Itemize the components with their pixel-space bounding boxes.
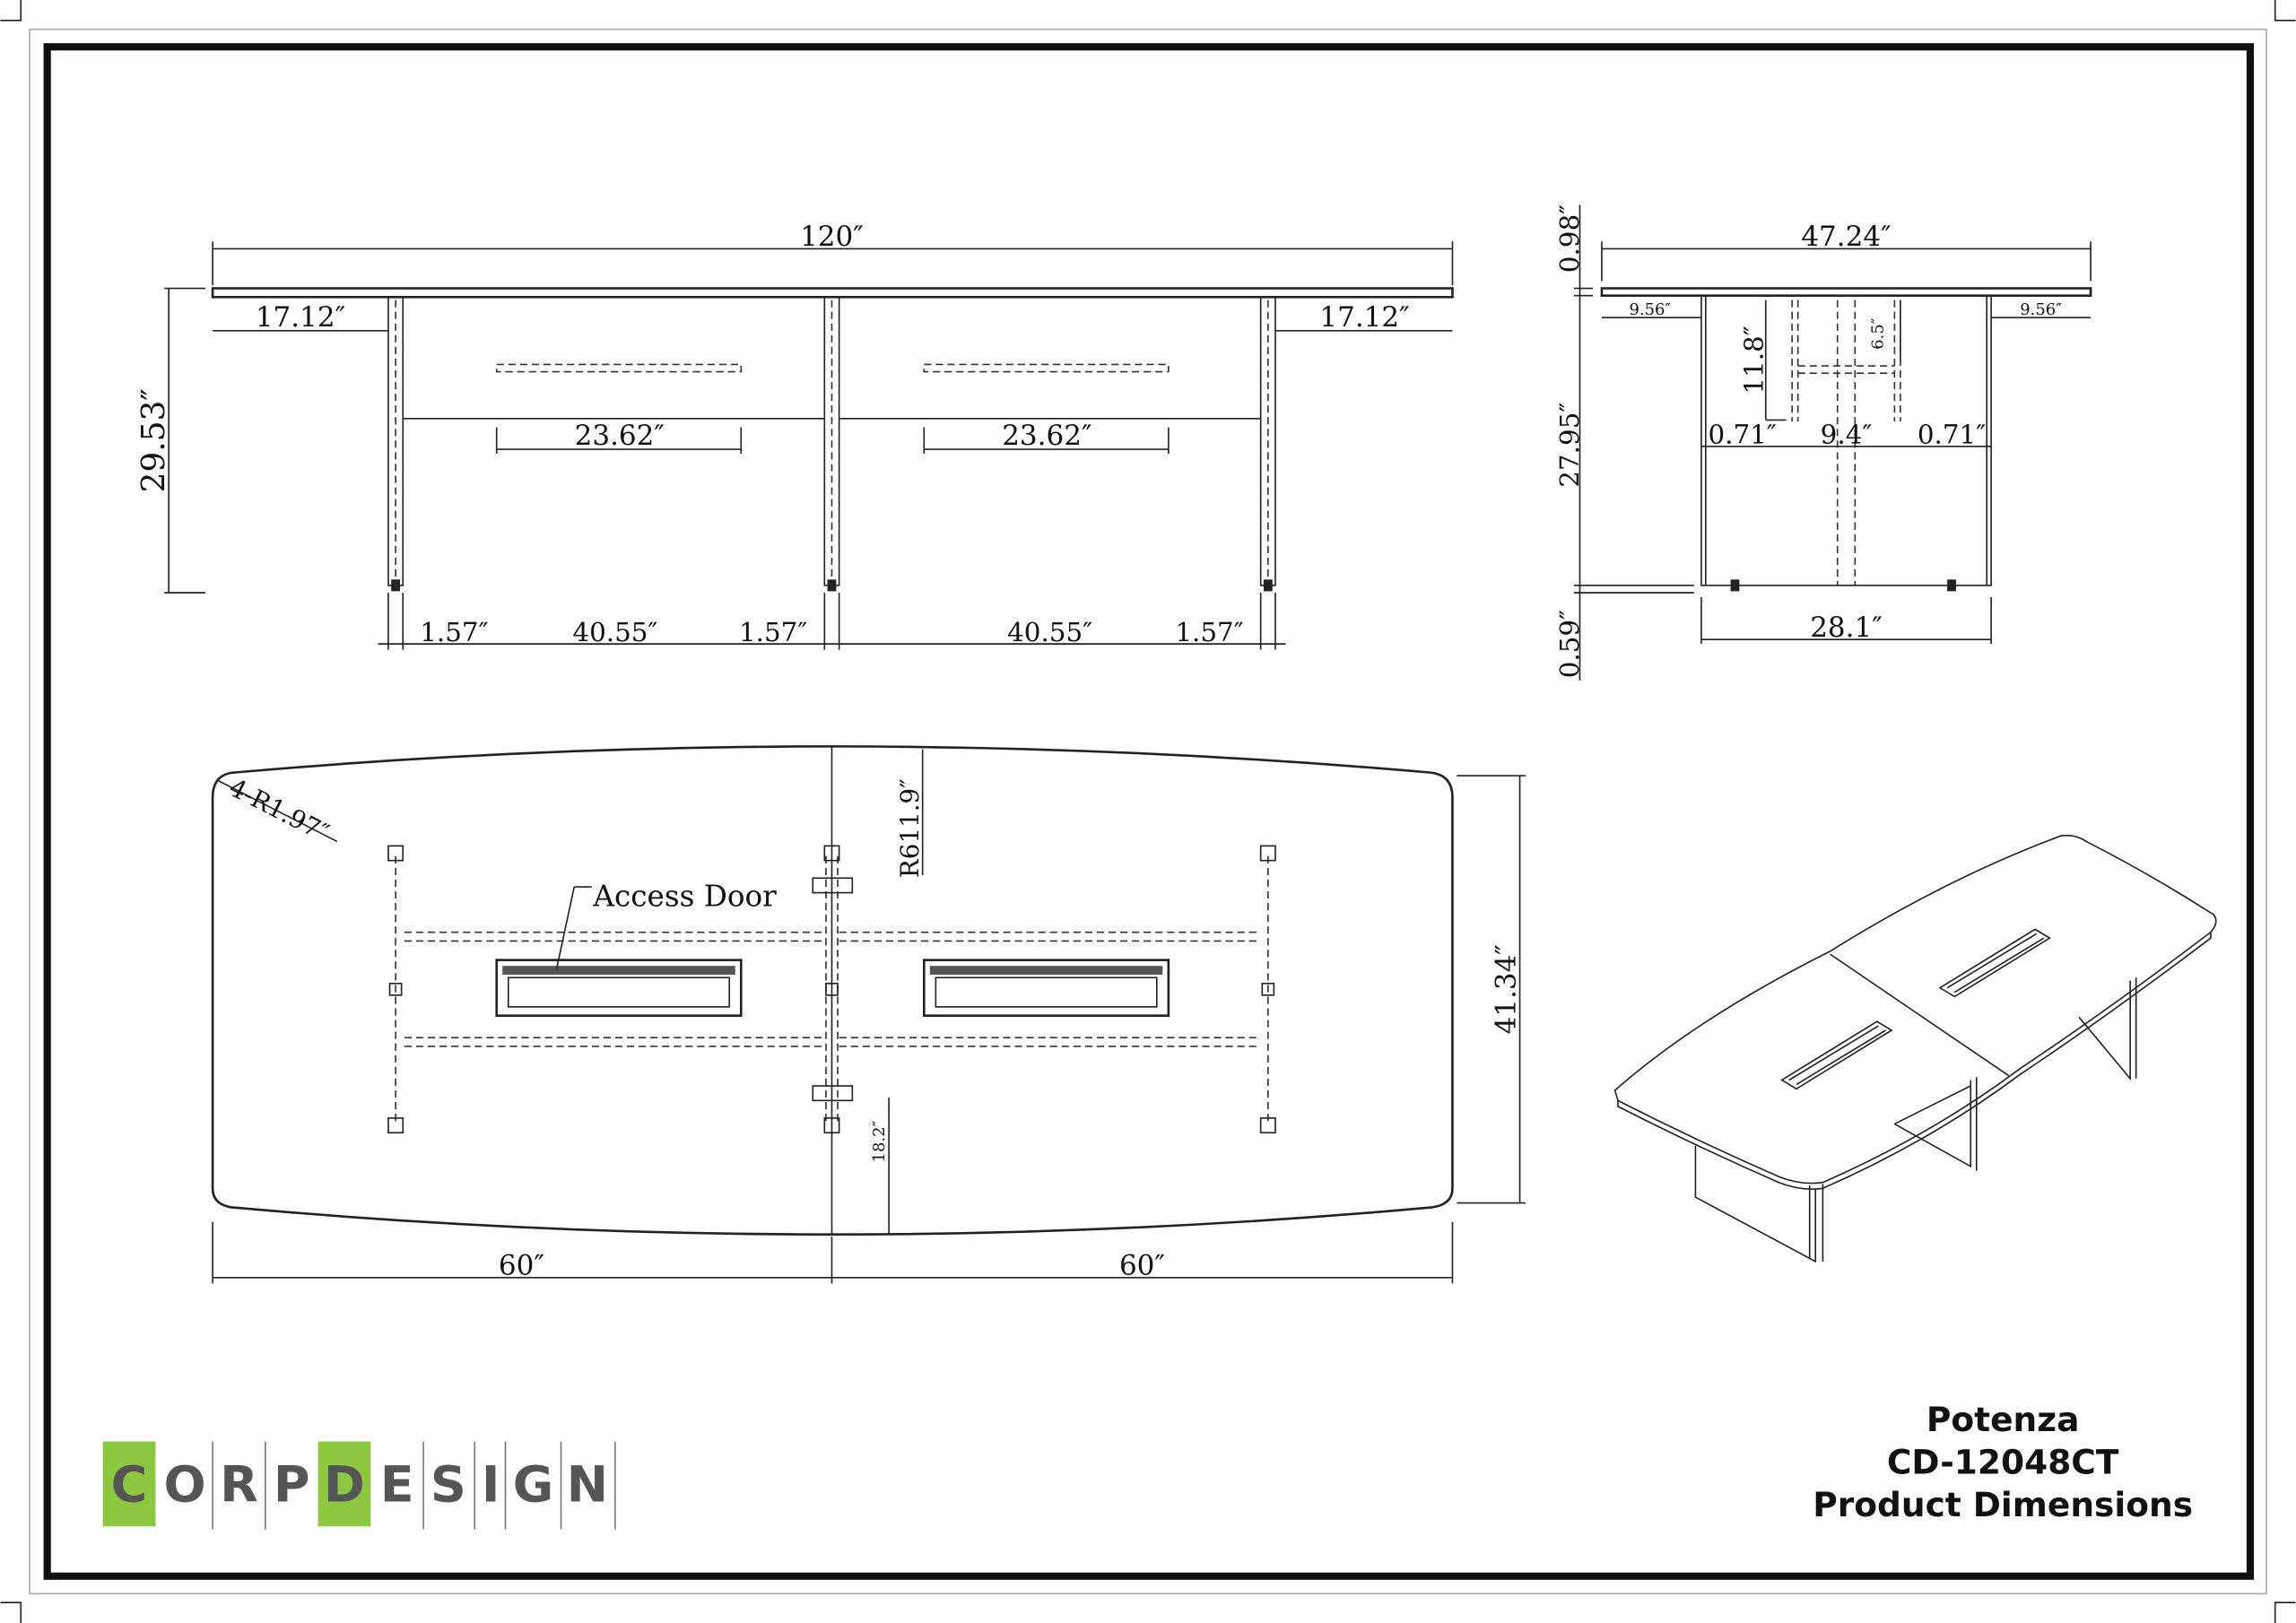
corpdesign-logo: C O R P D E S I G N [102,1441,616,1530]
dim-overhang-right: 17.12″ [1319,301,1409,334]
dim-gap-right: 0.71″ [1918,420,1986,450]
plan-view: 4-R1.97″ Access Door R611.9″ 18.2″ 41.34… [211,745,1526,1284]
dim-overhang-left: 17.12″ [256,301,345,334]
dim-width: 41.34″ [1491,944,1523,1034]
dim-base-width: 28.1″ [1810,612,1883,644]
dim-corner-radius: 4-R1.97″ [224,772,334,847]
dim-height: 29.53″ [135,388,172,492]
dim-side-overhang-right: 9.56″ [2020,300,2062,319]
logo-letter: D [324,1456,365,1515]
logo-letter: R [220,1456,258,1515]
dim-gap-center: 9.4″ [1821,420,1873,450]
dim-gap-left: 0.71″ [1708,420,1776,450]
dim-leg-height: 27.95″ [1554,403,1585,488]
title-model: CD-12048CT [1887,1443,2119,1482]
dim-grommet-right: 23.62″ [1002,420,1091,452]
logo-letter: E [380,1456,414,1515]
logo-letter: S [430,1456,466,1515]
sheet-frame [43,43,2255,1580]
front-view: 120″ 17.12″ 17.12″ 29.53″ 23.62″ 23.62″ … [135,221,1454,650]
side-view: 47.24″ 0.98″ 9.56″ 9.56″ 11.8″ 6.5″ 0.71… [1554,204,2092,681]
dim-depth: 47.24″ [1801,221,1891,253]
logo-letter: I [482,1456,500,1515]
dim-glide-height: 0.59″ [1554,610,1585,678]
isometric-view [1613,834,2217,1263]
logo-letter: P [274,1456,310,1515]
dim-beam-height: 6.5″ [1868,317,1887,350]
access-door-right [922,959,1170,1017]
logo-letter: O [163,1456,205,1515]
logo-letter: N [567,1456,608,1515]
title-series: Potenza [1926,1400,2080,1439]
dim-beam-drop: 11.8″ [1738,325,1769,394]
dim-arc-radius: R611.9″ [895,778,925,878]
dim-bottom: 40.55″ [1007,617,1092,647]
access-door-label: Access Door [592,879,777,913]
dim-bottom: 1.57″ [739,617,807,647]
logo-letter: C [111,1456,148,1515]
access-door-left [495,959,743,1017]
dim-bottom: 1.57″ [1175,617,1243,647]
dim-half-left: 60″ [499,1250,544,1282]
dim-top-thickness: 0.98″ [1554,204,1585,273]
title-subtitle: Product Dimensions [1813,1485,2193,1524]
title-block: Potenza CD-12048CT Product Dimensions [1813,1400,2193,1524]
dim-bottom: 1.57″ [420,617,488,647]
dim-side-overhang-left: 9.56″ [1629,300,1671,319]
logo-letter: G [513,1456,554,1515]
dim-overall-length: 120″ [800,221,864,253]
dim-half-right: 60″ [1119,1250,1165,1282]
dim-end-depth: 18.2″ [870,1120,889,1162]
dim-grommet-left: 23.62″ [575,420,665,452]
dim-bottom: 40.55″ [572,617,657,647]
